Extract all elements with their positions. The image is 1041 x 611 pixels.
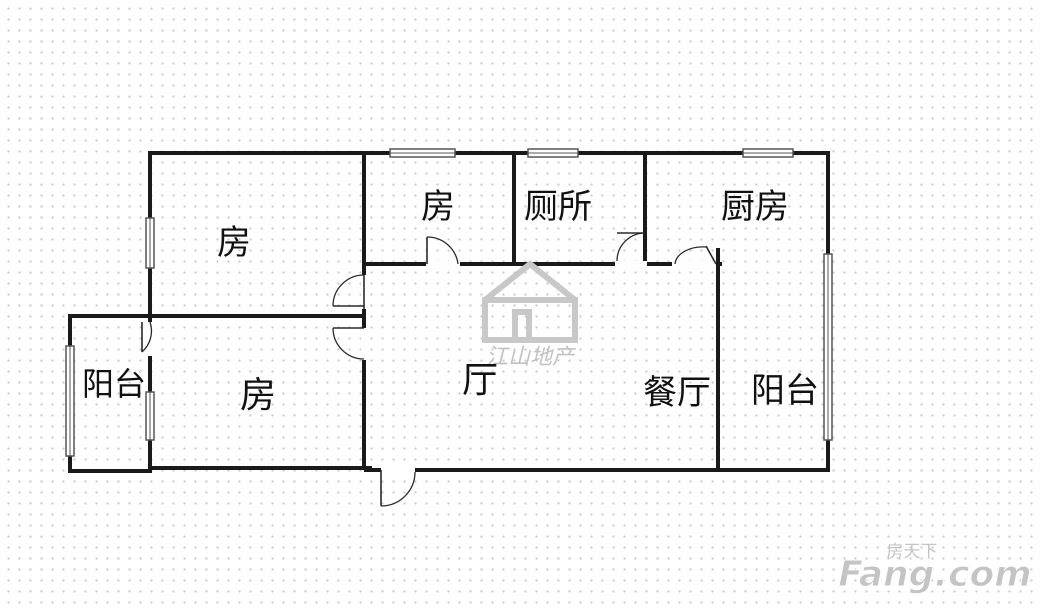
window-left-bedroom <box>145 217 155 269</box>
door-kitchen <box>672 245 717 267</box>
window-right-balcony <box>823 253 833 441</box>
room-labels: 房 房 厕所 厨房 阳台 房 厅 餐厅 阳台 <box>82 187 819 416</box>
door-entrance <box>380 467 416 507</box>
window-top-toilet <box>527 148 579 158</box>
watermark-logo: 江山地产 <box>482 260 578 370</box>
label-dining-room: 餐厅 <box>643 373 711 413</box>
window-left-balcony <box>65 345 75 457</box>
label-toilet: 厕所 <box>524 187 592 227</box>
brand-small-text: 房天下 <box>887 542 938 562</box>
door-top-left-bedroom <box>332 274 367 309</box>
house-logo-icon <box>482 260 578 343</box>
window-top-kitchen <box>742 148 794 158</box>
brand-logo: 房天下 Fang.com <box>838 542 1032 596</box>
label-balcony-left: 阳台 <box>82 365 146 403</box>
door-balcony-left <box>141 321 153 356</box>
window-top-room <box>389 148 456 158</box>
door-top-room <box>426 236 460 267</box>
window-balcony-bedroom <box>145 391 155 441</box>
doors <box>141 232 717 507</box>
windows <box>65 148 833 457</box>
door-toilet <box>615 232 647 267</box>
walls <box>68 151 830 473</box>
label-balcony-right: 阳台 <box>751 371 819 411</box>
label-bedroom-bottom-left: 房 <box>240 375 276 416</box>
label-bedroom-top-middle: 房 <box>421 187 455 227</box>
brand-main-text: Fang.com <box>838 554 1031 595</box>
label-living-room: 厅 <box>462 360 498 401</box>
label-kitchen: 厨房 <box>721 187 789 227</box>
watermark-text: 江山地产 <box>486 345 576 370</box>
label-bedroom-top-left: 房 <box>217 223 251 263</box>
door-bottom-left-bedroom <box>332 327 367 360</box>
